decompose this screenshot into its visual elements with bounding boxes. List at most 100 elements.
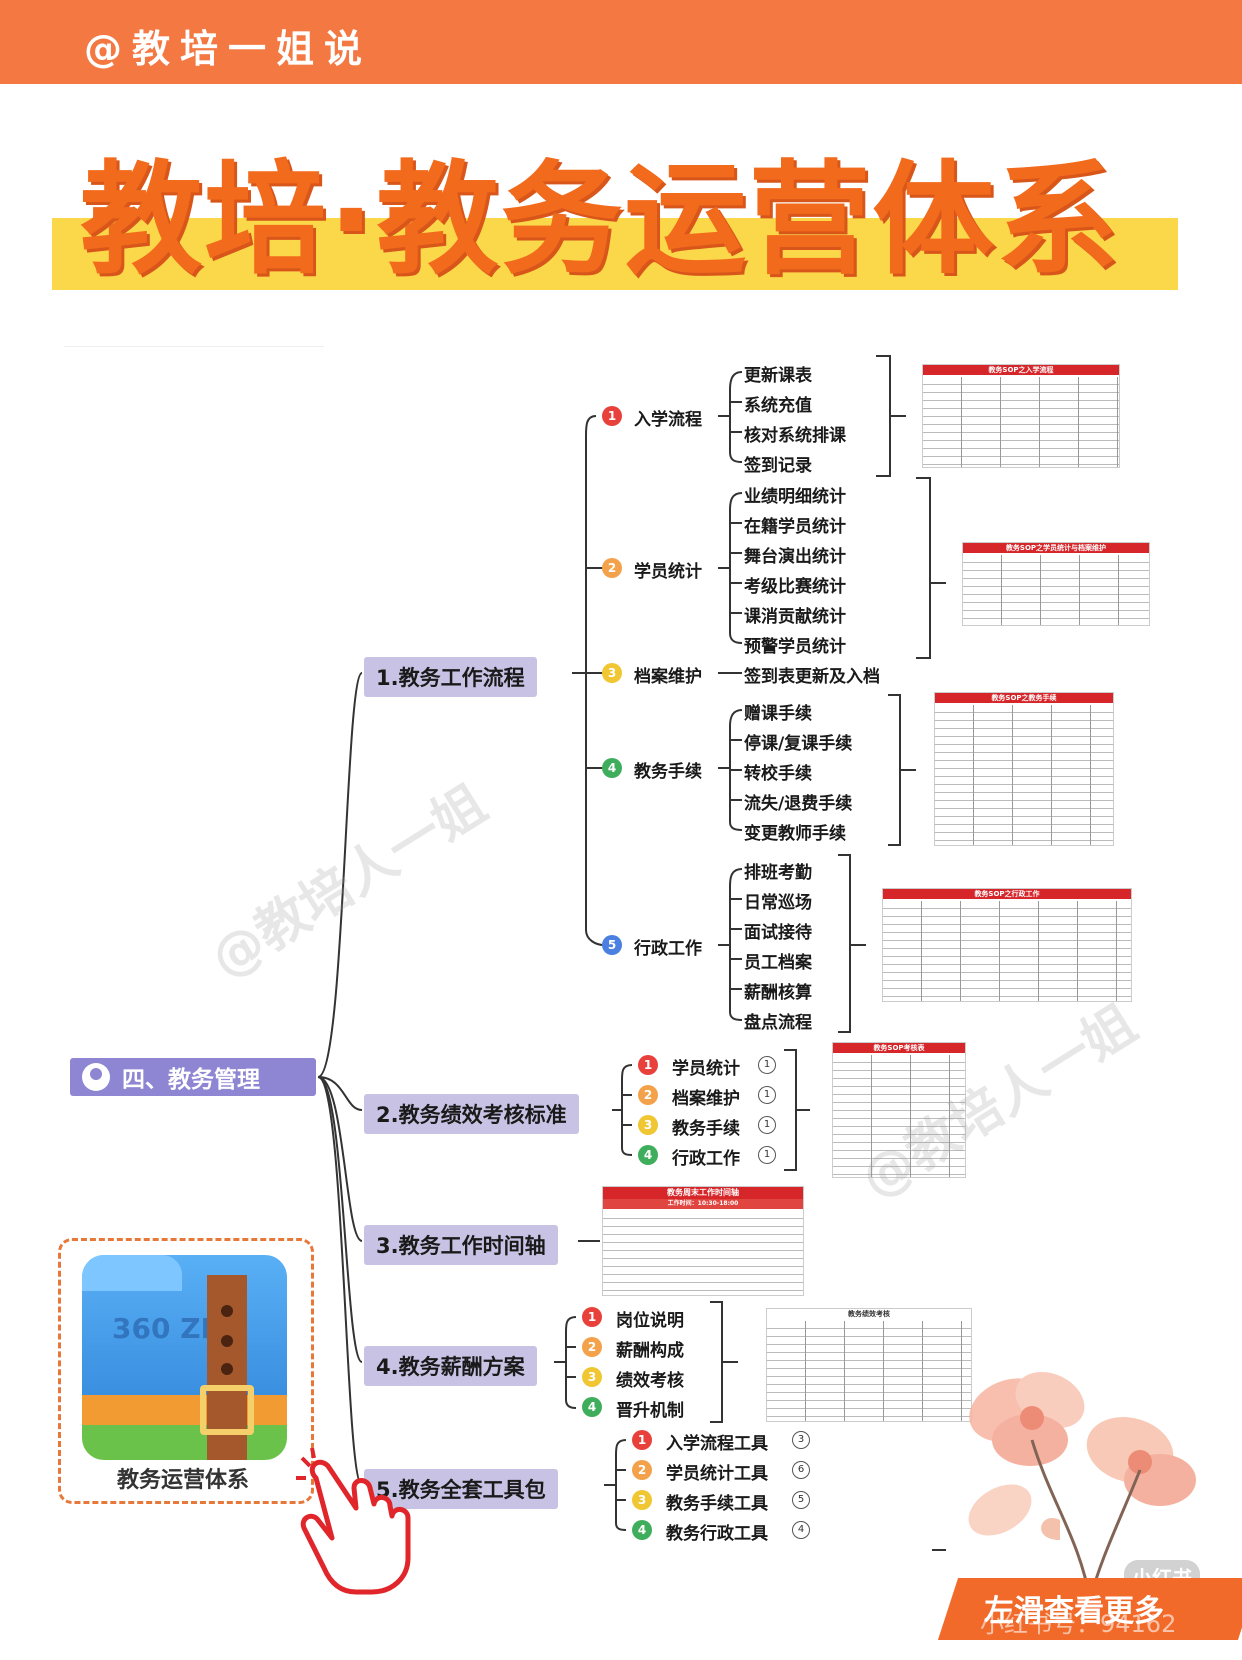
swipe-hint[interactable]: 左滑查看更多 [984,1594,1164,1629]
zip-archive-icon[interactable]: 360 ZIP [82,1255,287,1460]
group-1-item: 核对系统排课 [744,426,846,446]
connector-branch2 [317,1076,363,1111]
group-5-label: 行政工作 [634,939,702,959]
user-id-watermark: 小红书号：94162 [980,1610,1177,1638]
group-4-item: 转校手续 [744,764,812,784]
group-1-item: 更新课表 [744,366,812,386]
reference-count: 5 [792,1491,810,1509]
branch-5-number: 3 [632,1490,652,1510]
reference-count: 6 [792,1461,810,1479]
branch-2-number: 2 [638,1085,658,1105]
branch-2-item: 学员统计 [672,1059,740,1079]
thumbnail-subtitle: 工作时间：10:30-18:00 [603,1199,803,1209]
divider [64,346,324,347]
group-2-number: 2 [602,558,622,578]
group-4-label: 教务手续 [634,762,702,782]
sop-thumbnail: 教务SOP考核表 [832,1042,966,1178]
sop-thumbnail: 教务绩效考核 [766,1308,972,1422]
group-4-number: 4 [602,758,622,778]
branch-4-number: 2 [582,1337,602,1357]
reference-count: 1 [758,1056,776,1074]
reference-count: 3 [792,1431,810,1449]
group-2-item: 舞台演出统计 [744,547,846,567]
group-5-number: 5 [602,935,622,955]
root-label: 四、教务管理 [122,1067,260,1093]
branch-5-number: 2 [632,1460,652,1480]
flower-illustration [968,1371,1196,1601]
branch-2-item: 档案维护 [672,1089,740,1109]
pointing-hand-icon [296,1448,411,1595]
reference-count: 1 [758,1086,776,1104]
thumbnail-title: 教务SOP考核表 [833,1043,965,1053]
group-3-number: 3 [602,663,622,683]
reference-count: 1 [758,1146,776,1164]
branch-4-number: 1 [582,1307,602,1327]
group-2-label: 学员统计 [634,562,702,582]
group-2-item: 课消贡献统计 [744,607,846,627]
group-2-item: 预警学员统计 [744,637,846,657]
connector-branch4 [317,1076,363,1363]
sop-thumbnail: 教务SOP之行政工作 [882,888,1132,1002]
connector-branch5 [317,1076,363,1486]
branch-5-number: 1 [632,1430,652,1450]
zip-download-card[interactable] [58,1238,314,1504]
branch-4-item: 岗位说明 [616,1311,684,1331]
page-title: 教培·教务运营体系 [80,149,1121,291]
timeline-thumbnail: 教务周末工作时间轴 工作时间：10:30-18:00 [602,1186,804,1296]
branch-4-number: 3 [582,1367,602,1387]
title-highlight-band [52,218,1178,290]
group-1-item: 系统充值 [744,396,812,416]
group-4-item: 流失/退费手续 [744,794,853,814]
connector-branch3 [317,1076,363,1242]
branch-5-item: 学员统计工具 [666,1464,768,1484]
branch-3-node: 3.教务工作时间轴 [364,1225,558,1265]
group-5-item: 盘点流程 [744,1013,812,1033]
top-banner: @教培一姐说 [0,0,1242,84]
branch-4-number: 4 [582,1397,602,1417]
zip-caption: 教务运营体系 [116,1468,249,1493]
thumbnail-title: 教务绩效考核 [767,1309,971,1319]
group-2-item: 业绩明细统计 [744,487,846,507]
group-2-item: 在籍学员统计 [744,517,846,537]
group-5-item: 排班考勤 [744,863,812,883]
group-5-item: 面试接待 [744,923,812,943]
sop-thumbnail: 教务SOP之入学流程 [922,364,1120,468]
branch-2-node: 2.教务绩效考核标准 [364,1094,579,1134]
group-1-number: 1 [602,406,622,426]
root-node: 四、教务管理 [70,1058,316,1096]
thumbnail-title: 教务SOP之学员统计与档案维护 [963,543,1149,553]
user-icon [82,1063,110,1091]
group-2-item: 考级比赛统计 [744,577,846,597]
group-4-item: 停课/复课手续 [744,734,853,754]
thumbnail-title: 教务SOP之入学流程 [923,365,1119,375]
branch-2-item: 教务手续 [672,1119,740,1139]
branch-2-number: 1 [638,1055,658,1075]
group-4-item: 变更教师手续 [744,824,846,844]
group-5-item: 员工档案 [744,953,812,973]
reference-count: 4 [792,1521,810,1539]
branch-5-node: 5.教务全套工具包 [364,1469,558,1509]
reference-count: 1 [758,1116,776,1134]
thumbnail-title: 教务周末工作时间轴 [603,1187,803,1199]
group-1-item: 签到记录 [744,456,812,476]
group-4-item: 赠课手续 [744,704,812,724]
branch-2-item: 行政工作 [672,1149,740,1169]
branch-5-item: 入学流程工具 [666,1434,768,1454]
thumbnail-title: 教务SOP之行政工作 [883,889,1131,899]
group-5-item: 薪酬核算 [744,983,812,1003]
branch-5-number: 4 [632,1520,652,1540]
group-3-label: 档案维护 [634,667,702,687]
sop-thumbnail: 教务SOP之教务手续 [934,692,1114,846]
branch-2-number: 4 [638,1145,658,1165]
group-3-item: 签到表更新及入档 [744,667,880,687]
branch-5-item: 教务手续工具 [666,1494,768,1514]
connector-branch1 [317,672,363,1078]
author-handle: @教培一姐说 [84,27,373,71]
branch-4-item: 绩效考核 [616,1371,684,1391]
branch-4-node: 4.教务薪酬方案 [364,1346,537,1386]
branch-5-item: 教务行政工具 [666,1524,768,1544]
branch-4-item: 薪酬构成 [616,1341,684,1361]
group-1-label: 入学流程 [634,410,702,430]
thumbnail-title: 教务SOP之教务手续 [935,693,1113,703]
